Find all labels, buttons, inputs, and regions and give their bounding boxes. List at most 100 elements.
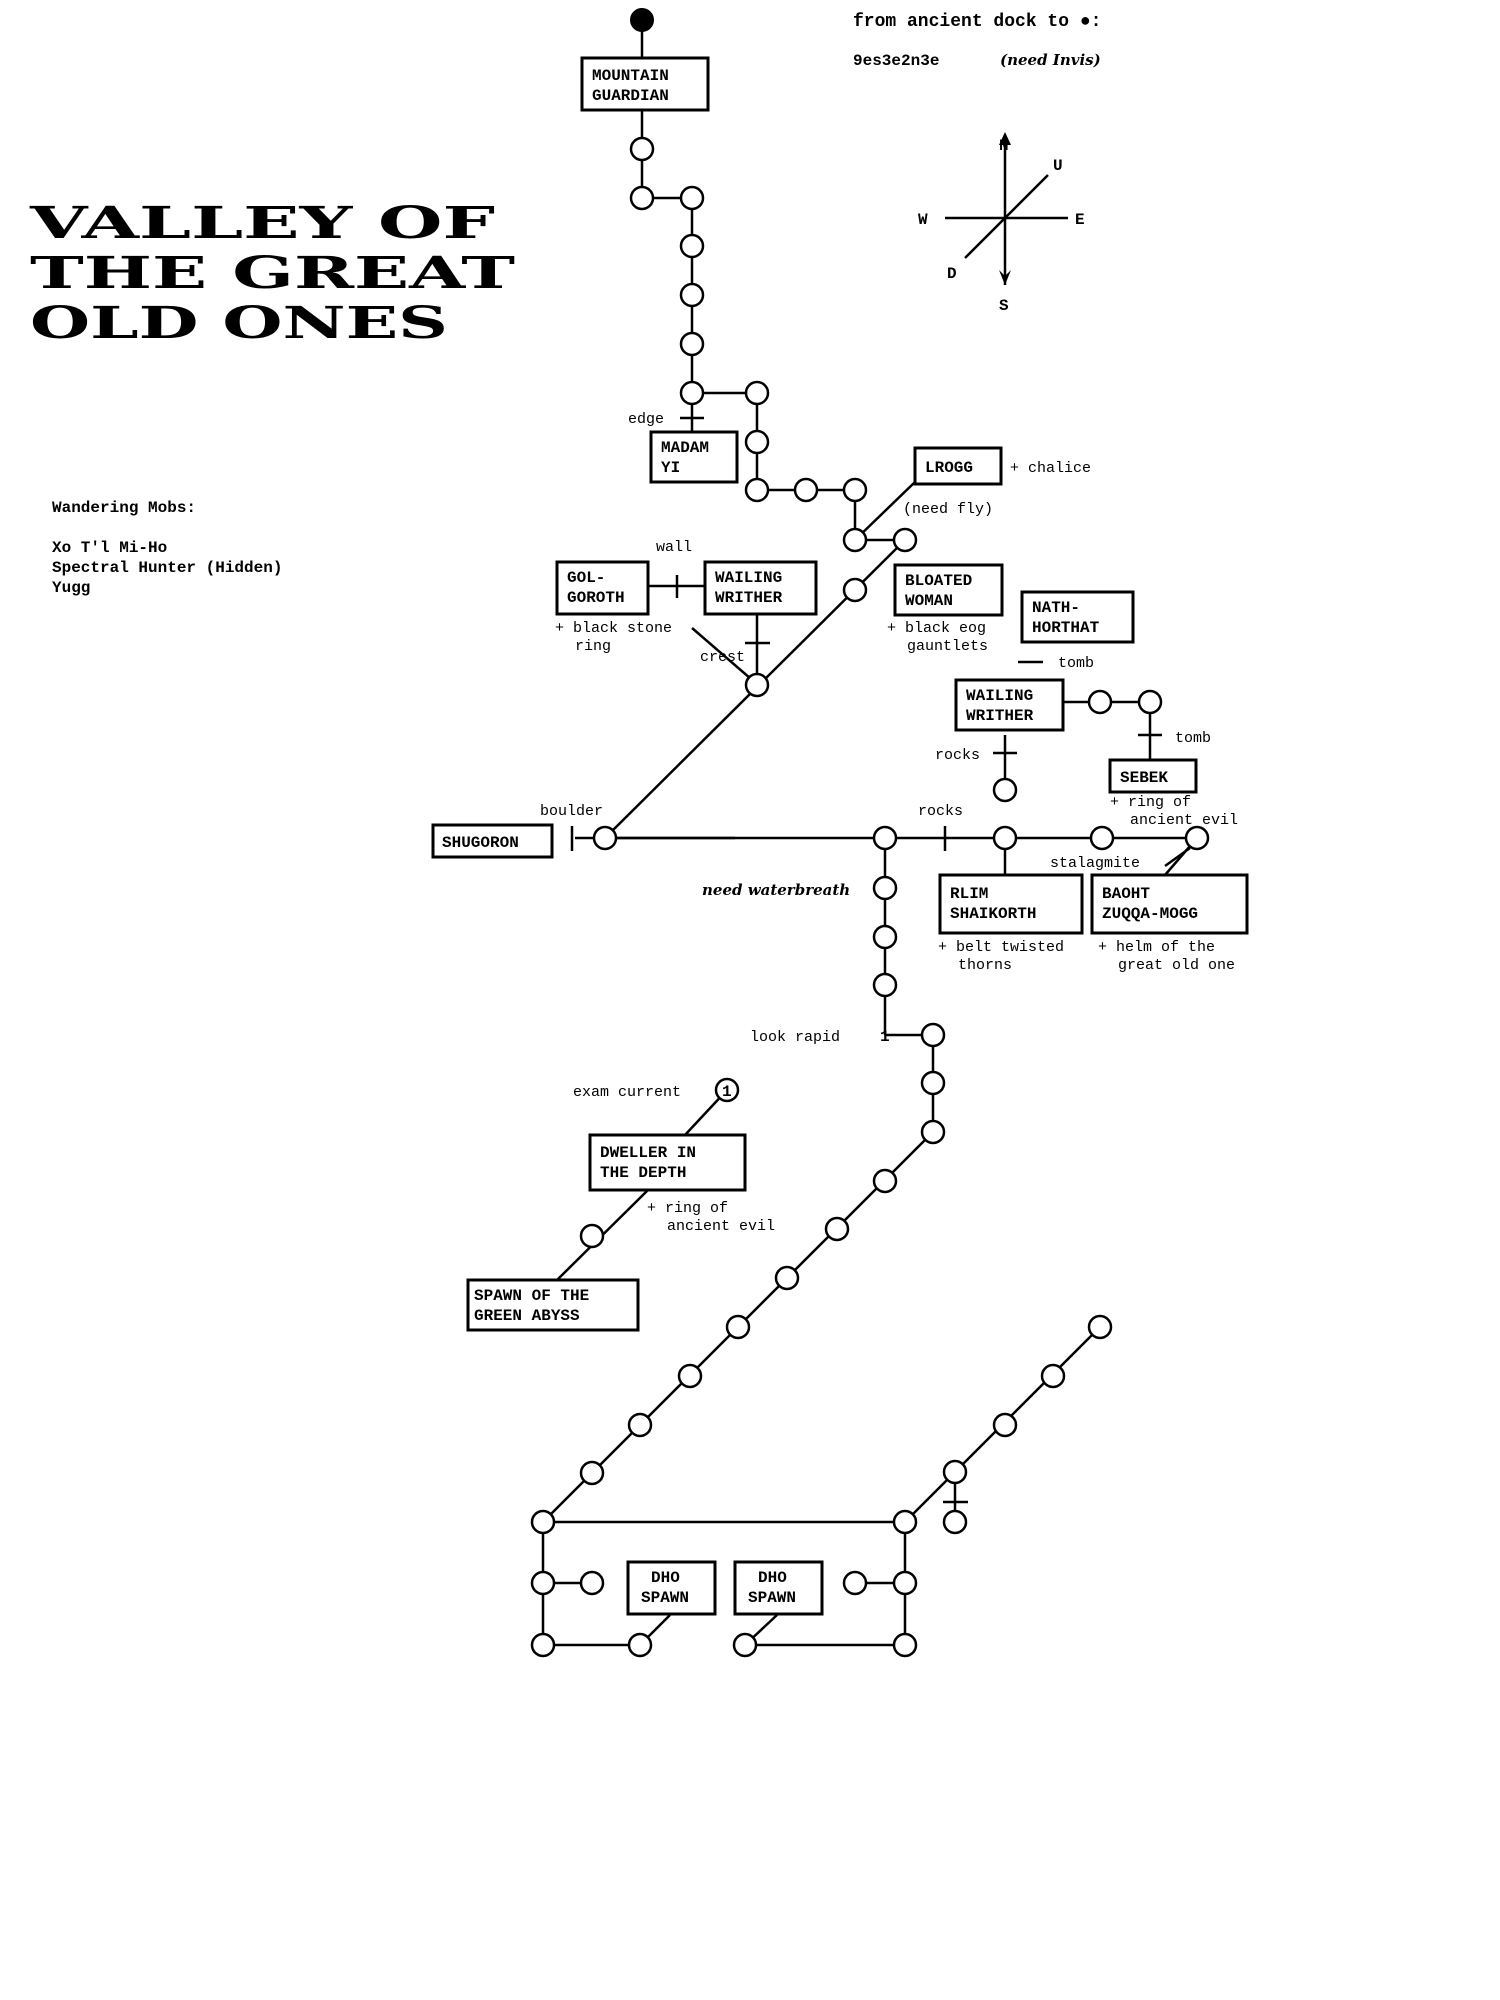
mob-dho-spawn-2[interactable]: DHO SPAWN	[733, 1560, 824, 1616]
room-node[interactable]	[892, 1570, 918, 1596]
room-node[interactable]	[1040, 1363, 1066, 1389]
room-node[interactable]	[842, 477, 868, 503]
label-boulder: boulder	[540, 803, 603, 820]
room-node[interactable]	[992, 825, 1018, 851]
room-node[interactable]	[679, 380, 705, 406]
room-node[interactable]	[627, 1412, 653, 1438]
mob-lrogg[interactable]: LROGG	[913, 446, 1003, 486]
room-node[interactable]	[892, 1509, 918, 1535]
door-markers	[570, 416, 1191, 1504]
mob-shugoron[interactable]: SHUGORON	[431, 823, 554, 859]
room-node[interactable]	[942, 1459, 968, 1485]
wandering-heading: Wandering Mobs:	[52, 499, 196, 517]
room-node[interactable]	[679, 331, 705, 357]
room-node[interactable]	[793, 477, 819, 503]
mob-label: WOMAN	[905, 592, 953, 610]
room-node[interactable]	[679, 185, 705, 211]
room-node[interactable]	[530, 1570, 556, 1596]
label-belt: thorns	[958, 957, 1012, 974]
room-node[interactable]	[679, 233, 705, 259]
compass-d: D	[947, 265, 957, 283]
mob-rlim-shaikorth[interactable]: RLIM SHAIKORTH	[938, 873, 1084, 935]
room-node[interactable]	[920, 1070, 946, 1096]
room-node[interactable]	[732, 1632, 758, 1658]
room-node[interactable]	[530, 1509, 556, 1535]
mob-baoht-zuqqa-mogg[interactable]: BAOHT ZUQQA-MOGG	[1090, 873, 1249, 935]
room-node[interactable]	[824, 1216, 850, 1242]
room-node[interactable]	[872, 924, 898, 950]
room-node[interactable]	[1087, 1314, 1113, 1340]
mob-dho-spawn-1[interactable]: DHO SPAWN	[626, 1560, 717, 1616]
room-node[interactable]	[872, 875, 898, 901]
label-exam-current: exam current	[573, 1084, 681, 1101]
mob-label: NATH-	[1032, 599, 1080, 617]
room-node[interactable]	[842, 1570, 868, 1596]
mob-wailing-writher[interactable]: WAILING WRITHER	[703, 560, 818, 616]
room-node[interactable]	[1137, 689, 1163, 715]
label-rocks: rocks	[935, 747, 980, 764]
label-black-stone-ring: ring	[575, 638, 611, 655]
room-node[interactable]	[842, 577, 868, 603]
mob-nath-horthat[interactable]: NATH- HORTHAT	[1020, 590, 1135, 644]
room-node[interactable]	[842, 527, 868, 553]
room-node[interactable]	[744, 477, 770, 503]
room-node[interactable]	[579, 1460, 605, 1486]
room-node[interactable]	[872, 972, 898, 998]
room-node[interactable]	[629, 185, 655, 211]
mob-label: GOL-	[567, 569, 605, 587]
room-node[interactable]	[942, 1509, 968, 1535]
mob-label: SPAWN OF THE	[474, 1287, 589, 1305]
room-node[interactable]	[920, 1022, 946, 1048]
room-node[interactable]	[892, 527, 918, 553]
header-from-dock: from ancient dock to ●:	[853, 12, 1101, 32]
mob-madam-yi[interactable]: MADAM YI	[649, 430, 739, 484]
mob-label: SEBEK	[1120, 769, 1168, 787]
room-node[interactable]	[1184, 825, 1210, 851]
room-node[interactable]	[892, 1632, 918, 1658]
room-node[interactable]	[744, 429, 770, 455]
mob-sebek[interactable]: SEBEK	[1108, 758, 1198, 794]
compass-s: S	[999, 297, 1009, 315]
room-node[interactable]	[744, 380, 770, 406]
room-node[interactable]	[992, 777, 1018, 803]
label-crest: crest	[700, 649, 745, 666]
room-node[interactable]	[744, 672, 770, 698]
mob-boxes: MOUNTAIN GUARDIAN MADAM YI LROGG GOL- GO…	[431, 56, 1249, 1616]
mob-mountain-guardian[interactable]: MOUNTAIN GUARDIAN	[580, 56, 710, 112]
room-node[interactable]	[714, 1077, 740, 1103]
wandering-mob: Xo T'l Mi-Ho	[52, 539, 167, 557]
mob-label: SHUGORON	[442, 834, 519, 852]
room-node[interactable]	[1089, 825, 1115, 851]
mob-golgoroth[interactable]: GOL- GOROTH	[555, 560, 650, 616]
label-ring-ancient: ancient evil	[1130, 812, 1238, 829]
room-node[interactable]	[677, 1363, 703, 1389]
room-node[interactable]	[725, 1314, 751, 1340]
room-node[interactable]	[774, 1265, 800, 1291]
label-ring-ancient: + ring of	[1110, 794, 1191, 811]
mob-label: YI	[661, 459, 680, 477]
room-node[interactable]	[679, 282, 705, 308]
room-node[interactable]	[1087, 689, 1113, 715]
mob-label: MOUNTAIN	[592, 67, 669, 85]
room-node[interactable]	[920, 1119, 946, 1145]
room-node[interactable]	[579, 1570, 605, 1596]
start-room-node[interactable]	[630, 8, 654, 32]
room-node[interactable]	[992, 1412, 1018, 1438]
mob-dweller-in-the-depth[interactable]: DWELLER IN THE DEPTH	[588, 1133, 747, 1192]
room-node[interactable]	[530, 1632, 556, 1658]
mob-spawn-of-the-green-abyss[interactable]: SPAWN OF THE GREEN ABYSS	[466, 1278, 640, 1332]
mob-label: SPAWN	[748, 1589, 796, 1607]
room-node[interactable]	[872, 825, 898, 851]
mob-bloated-woman[interactable]: BLOATED WOMAN	[893, 563, 1004, 617]
room-node[interactable]	[872, 1168, 898, 1194]
mob-label: WAILING	[715, 569, 782, 587]
room-node[interactable]	[579, 1223, 605, 1249]
label-need-waterbreath: need waterbreath	[702, 881, 850, 899]
room-node[interactable]	[627, 1632, 653, 1658]
label-tomb: tomb	[1175, 730, 1211, 747]
room-node[interactable]	[592, 825, 618, 851]
mob-wailing-writher-2[interactable]: WAILING WRITHER	[954, 678, 1065, 732]
mob-label: DHO	[651, 1569, 680, 1587]
room-node[interactable]	[629, 136, 655, 162]
